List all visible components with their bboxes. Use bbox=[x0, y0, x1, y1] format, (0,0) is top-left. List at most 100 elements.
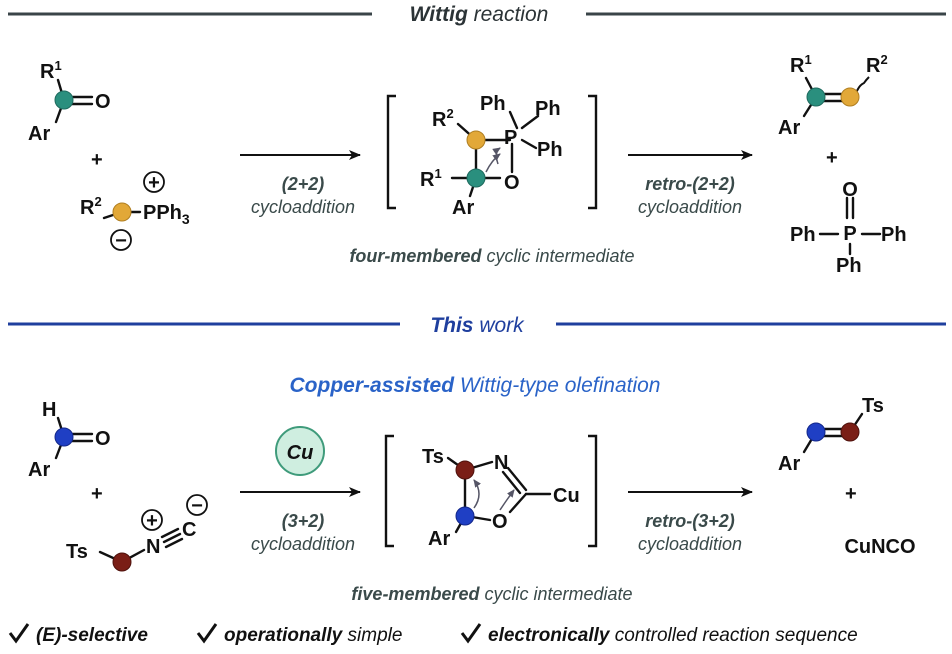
positive-charge: + bbox=[148, 172, 160, 194]
check-icon bbox=[8, 623, 30, 644]
top-int-caption: four-membered cyclic intermediate bbox=[349, 246, 634, 266]
top-ylide: R2 PPh3 + − bbox=[80, 171, 190, 252]
orange-carbon-int bbox=[466, 130, 486, 150]
maroon-carbon-int bbox=[455, 460, 475, 480]
c-label: C bbox=[182, 519, 196, 541]
int-n-label: N bbox=[494, 452, 508, 474]
bottom-aldehyde: H O Ar bbox=[28, 399, 111, 481]
bracket-left bbox=[386, 94, 396, 210]
positive-charge-circle bbox=[143, 171, 165, 193]
bottom-isocyanide: Ts N C + − bbox=[66, 494, 208, 572]
bottom-arrow-2-bold: retro-(3+2) bbox=[645, 511, 735, 531]
int-r2-label: R2 bbox=[432, 106, 454, 131]
int-o-label: O bbox=[504, 172, 520, 194]
prod-ar-bottom-label: Ar bbox=[778, 453, 800, 475]
oxygen-label: O bbox=[95, 91, 111, 113]
top-arrow-1-bold: (2+2) bbox=[282, 174, 325, 194]
int-ar-bottom-label: Ar bbox=[428, 528, 450, 550]
orange-carbon-prod bbox=[840, 87, 860, 107]
negative-charge: − bbox=[115, 230, 127, 252]
triphenylphosphine-oxide: O P Ph Ph Ph bbox=[790, 179, 907, 277]
po-ph1: Ph bbox=[790, 224, 816, 246]
top-intermediate: P O Ph Ph Ph R2 R1 Ar bbox=[386, 93, 598, 219]
teal-carbon-prod bbox=[806, 87, 826, 107]
int-ph3: Ph bbox=[537, 139, 563, 161]
iso-positive: + bbox=[146, 510, 158, 532]
int-ts-label: Ts bbox=[422, 446, 444, 468]
bottom-vinyl-sulfone-product: Ts Ar bbox=[778, 395, 884, 475]
ts-label: Ts bbox=[66, 541, 88, 563]
footer-item-1: (E)-selective bbox=[36, 625, 148, 646]
curved-arrow-2 bbox=[492, 147, 501, 165]
plus-sign-bottom-product: + bbox=[845, 483, 857, 505]
po-o-label: O bbox=[842, 179, 858, 201]
bracket-right bbox=[588, 94, 598, 210]
bottom-o-label: O bbox=[95, 428, 111, 450]
plus-sign-top-product: + bbox=[826, 147, 838, 169]
prod-ar-label: Ar bbox=[778, 117, 800, 139]
cu-badge bbox=[275, 426, 325, 476]
int-ph2: Ph bbox=[535, 98, 561, 120]
top-arrow-1-text: cycloaddition bbox=[251, 197, 355, 217]
int-p-label: P bbox=[504, 127, 517, 149]
top-heading: Wittig reaction bbox=[410, 3, 549, 26]
bottom-intermediate: Ts N Cu O Ar bbox=[384, 434, 598, 550]
bottom-heading: This work bbox=[430, 314, 525, 337]
po-ph3: Ph bbox=[836, 255, 862, 277]
teal-carbon-atom bbox=[54, 90, 74, 110]
iso-negative: − bbox=[191, 495, 203, 517]
curved-arrow-4 bbox=[499, 489, 515, 511]
footer-item-2: operationally simple bbox=[224, 625, 402, 646]
maroon-carbon-atom bbox=[112, 552, 132, 572]
bottom-subtitle: Copper-assisted Wittig-type olefination bbox=[290, 374, 661, 397]
check-icon bbox=[196, 623, 218, 644]
iso-negative-circle bbox=[186, 494, 208, 516]
cunco-label: CuNCO bbox=[844, 536, 915, 558]
bottom-arrow-1-bold: (3+2) bbox=[282, 511, 325, 531]
teal-carbon-int bbox=[466, 168, 486, 188]
plus-sign-top: + bbox=[91, 149, 103, 171]
curved-arrow-1 bbox=[485, 153, 501, 173]
footer: (E)-selective operationally simple elect… bbox=[8, 623, 858, 646]
int-o-bottom-label: O bbox=[492, 511, 508, 533]
int-cu-label: Cu bbox=[553, 485, 580, 507]
prod-r1-label: R1 bbox=[790, 52, 812, 77]
r2-label: R2 bbox=[80, 194, 102, 219]
bottom-arrow-2-text: cycloaddition bbox=[638, 534, 742, 554]
int-ar-label: Ar bbox=[452, 197, 474, 219]
int-ph1: Ph bbox=[480, 93, 506, 115]
top-arrow-2-text: cycloaddition bbox=[638, 197, 742, 217]
footer-item-3: electronically controlled reaction seque… bbox=[488, 625, 858, 646]
po-ph2: Ph bbox=[881, 224, 907, 246]
check-icon bbox=[460, 623, 482, 644]
r1-label: R1 bbox=[40, 58, 62, 83]
orange-carbon-atom bbox=[112, 202, 132, 222]
blue-carbon-prod bbox=[806, 422, 826, 442]
top-arrow-2-bold: retro-(2+2) bbox=[645, 174, 735, 194]
bracket-right-bottom bbox=[588, 434, 598, 548]
bottom-arrow-1-text: cycloaddition bbox=[251, 534, 355, 554]
h-label: H bbox=[42, 399, 56, 421]
cu-badge-label: Cu bbox=[287, 442, 314, 464]
negative-charge-circle bbox=[110, 229, 132, 251]
bottom-ar-label: Ar bbox=[28, 459, 50, 481]
int-r1-label: R1 bbox=[420, 166, 442, 191]
prod-r2-label: R2 bbox=[866, 52, 888, 77]
blue-carbon-atom bbox=[54, 427, 74, 447]
maroon-carbon-prod bbox=[840, 422, 860, 442]
n-label: N bbox=[146, 536, 160, 558]
bottom-int-caption: five-membered cyclic intermediate bbox=[351, 584, 632, 604]
top-ketone: R1 O Ar bbox=[28, 58, 111, 145]
bracket-left-bottom bbox=[384, 434, 394, 548]
pph3-label: PPh3 bbox=[143, 202, 190, 227]
plus-sign-bottom: + bbox=[91, 483, 103, 505]
ar-label: Ar bbox=[28, 123, 50, 145]
top-alkene-product: R1 R2 Ar bbox=[778, 52, 888, 139]
po-p-label: P bbox=[843, 223, 856, 245]
blue-carbon-int bbox=[455, 506, 475, 526]
curved-arrow-3 bbox=[473, 479, 481, 509]
prod-ts-label: Ts bbox=[862, 395, 884, 417]
iso-positive-circle bbox=[141, 509, 163, 531]
